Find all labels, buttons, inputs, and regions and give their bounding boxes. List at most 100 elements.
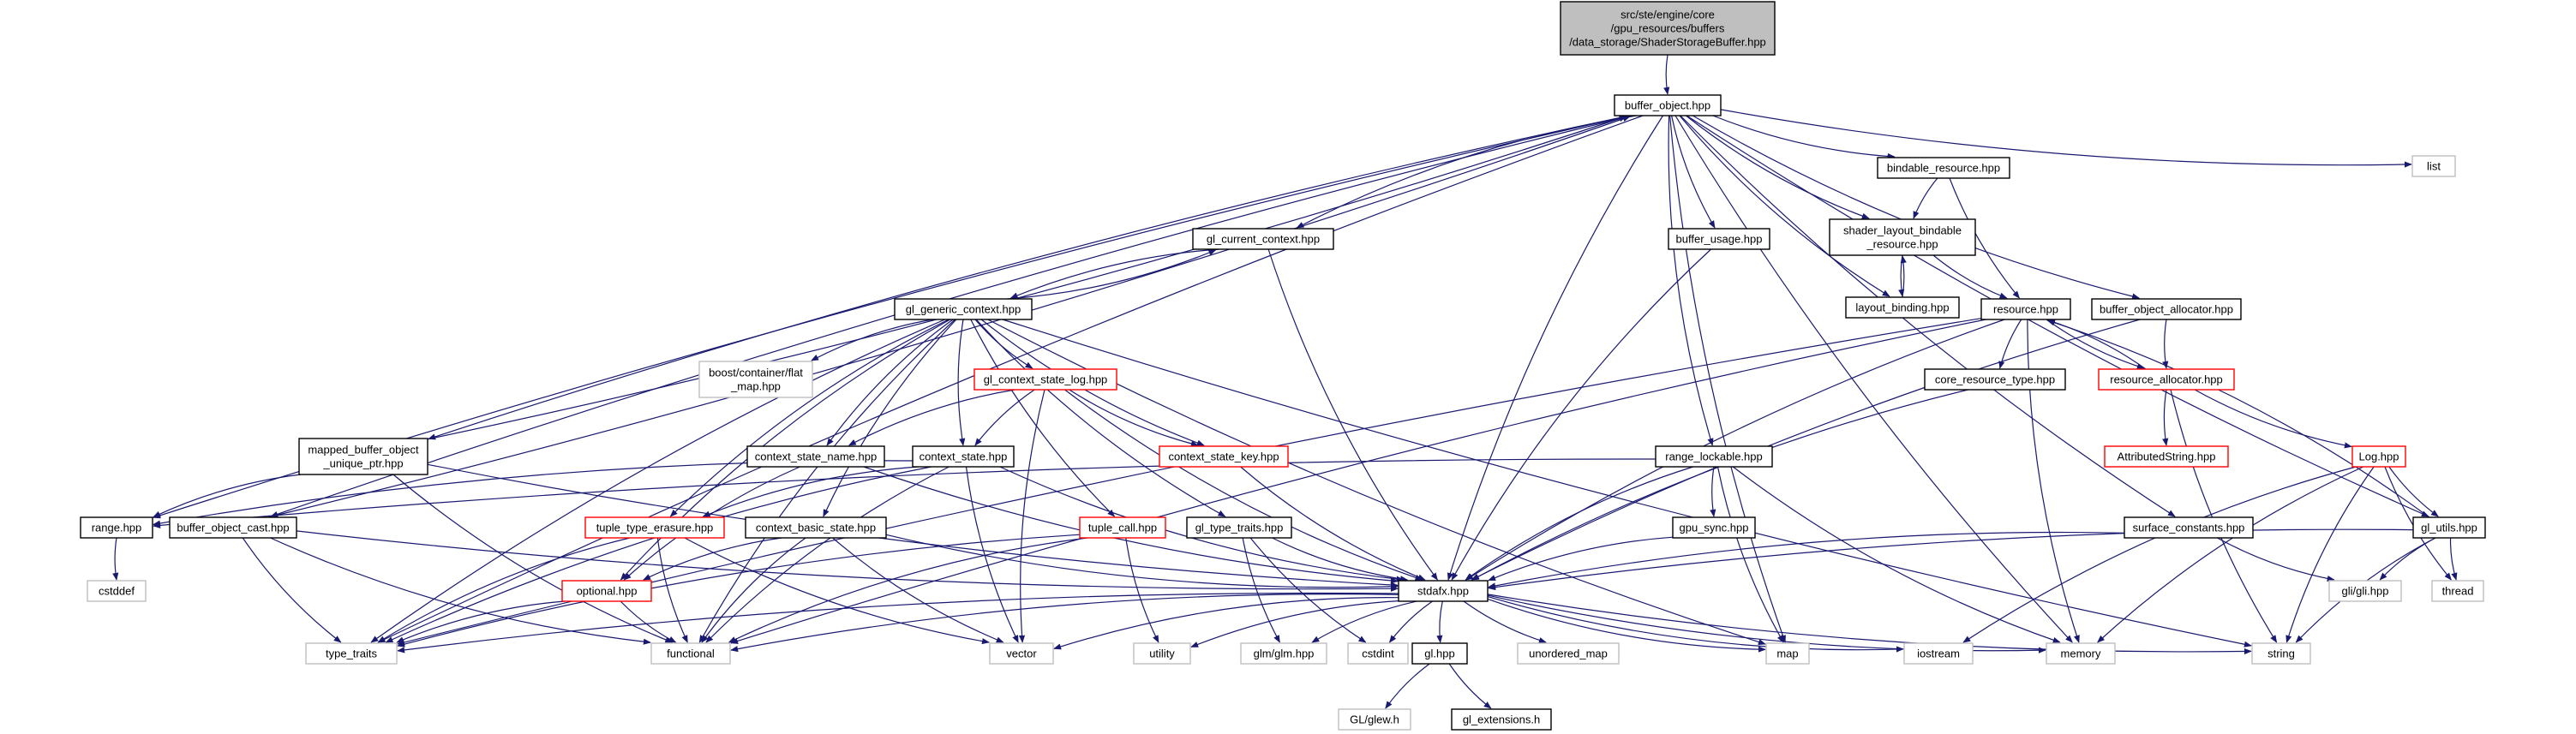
node-box (894, 298, 1033, 320)
node-gl-current-context[interactable]: gl_current_context.hpp (1192, 228, 1334, 250)
node-shader-layout-bindable-resource[interactable]: shader_layout_bindable_resource.hpp (1829, 218, 1976, 256)
node-memory: memory (2046, 642, 2116, 665)
node-buffer-usage[interactable]: buffer_usage.hpp (1668, 228, 1770, 250)
node-gl-utils[interactable]: gl_utils.hpp (2412, 516, 2486, 539)
edge-bindable_resource-to-resource (1949, 177, 2020, 299)
node-context-basic-state[interactable]: context_basic_state.hpp (745, 516, 887, 539)
node-Log[interactable]: Log.hpp (2351, 445, 2406, 468)
node-gl-generic-context[interactable]: gl_generic_context.hpp (894, 298, 1033, 320)
node-box (2431, 580, 2484, 602)
edge-gl_generic_context-to-boost_flat_map (811, 319, 933, 361)
edge-shader_layout_bindable_resource-to-layout_binding (1898, 254, 1905, 297)
edge-stdafx-to-gl (1436, 600, 1443, 643)
node-buffer-object[interactable]: buffer_object.hpp (1614, 94, 1722, 116)
node-gl[interactable]: gl.hpp (1411, 642, 1468, 665)
node-box (1079, 516, 1166, 539)
node-buffer-object-allocator[interactable]: buffer_object_allocator.hpp (2091, 298, 2242, 320)
node-gl-type-traits[interactable]: gl_type_traits.hpp (1186, 516, 1292, 539)
edge-gl_type_traits-to-glm (1242, 537, 1280, 643)
node-label: gl_type_traits.hpp (1195, 522, 1284, 534)
edge-buffer_object-to-bindable_resource (1712, 115, 1896, 160)
node-resource[interactable]: resource.hpp (1980, 298, 2071, 320)
node-box (584, 516, 725, 539)
edge-stdafx-to-string (1487, 594, 2252, 655)
node-box (698, 361, 813, 398)
edge-mapped_buffer_object_unique_ptr-to-functional (392, 474, 674, 643)
edge-gl_generic_context-to-context_state_name (826, 319, 954, 446)
node-AttributedString[interactable]: AttributedString.hpp (2104, 445, 2229, 468)
node-box (1980, 298, 2071, 320)
node-box (1560, 1, 1776, 56)
node-label: context_basic_state.hpp (756, 522, 876, 534)
node-label: functional (667, 647, 715, 660)
node-resource-allocator[interactable]: resource_allocator.hpp (2098, 368, 2235, 391)
node-list: list (2411, 155, 2456, 177)
node-box (745, 516, 887, 539)
node-bindable-resource[interactable]: bindable_resource.hpp (1877, 157, 2010, 179)
edge-buffer_object-to-buffer_usage (1671, 115, 1716, 229)
edge-layer (112, 54, 2458, 709)
node-box (2098, 368, 2235, 391)
node-label: _unique_ptr.hpp (322, 457, 403, 470)
node-gl-extensions[interactable]: gl_extensions.h (1451, 708, 1552, 731)
node-layout-binding[interactable]: layout_binding.hpp (1845, 296, 1960, 319)
node-box (989, 642, 1054, 665)
node-optional[interactable]: optional.hpp (561, 580, 652, 602)
edge-stdafx-to-type_traits (397, 592, 1399, 653)
edge-mapped_buffer_object_unique_ptr-to-buffer_object (427, 116, 1627, 440)
node-string: string (2251, 642, 2311, 665)
node-tuple-call[interactable]: tuple_call.hpp (1079, 516, 1166, 539)
node-label: context_state_name.hpp (755, 451, 877, 463)
node-buffer-object-cast[interactable]: buffer_object_cast.hpp (169, 516, 297, 539)
node-box (1845, 296, 1960, 319)
edge-gl_type_traits-to-cstdint (1249, 537, 1367, 643)
node-box (169, 516, 297, 539)
node-label: /gpu_resources/buffers (1611, 22, 1725, 35)
node-label: src/ste/engine/core (1620, 9, 1715, 21)
edge-resource-to-memory (2027, 319, 2080, 643)
node-context-state-key[interactable]: context_state_key.hpp (1159, 445, 1289, 468)
node-label: mapped_buffer_object (308, 444, 419, 457)
node-label: resource_allocator.hpp (2110, 373, 2223, 386)
node-label: surface_constants.hpp (2133, 522, 2245, 534)
edge-Log-to-gl_utils (2388, 466, 2439, 517)
node-box (1192, 228, 1334, 250)
edge-gl-to-glew (1385, 663, 1430, 709)
edge-gl_context_state_log-to-stdafx (1064, 389, 1423, 581)
node-box (2104, 445, 2229, 468)
edge-stdafx-to-vector (1053, 597, 1399, 650)
edge-gl_current_context-to-stdafx (1267, 248, 1438, 581)
edge-gl_utils-to-stdafx (1488, 528, 2414, 591)
node-label: shader_layout_bindable (1843, 224, 1962, 237)
node-tuple-type-erasure[interactable]: tuple_type_erasure.hpp (584, 516, 725, 539)
node-context-state-name[interactable]: context_state_name.hpp (746, 445, 885, 468)
edge-resource_allocator-to-resource (2047, 319, 2147, 370)
node-context-state[interactable]: context_state.hpp (912, 445, 1015, 468)
edge-context_state-to-functional (705, 466, 950, 643)
node-label: thread (2442, 585, 2474, 598)
node-label: range.hpp (92, 522, 142, 534)
node-label: Log.hpp (2359, 451, 2399, 463)
node-box (80, 516, 153, 539)
node-mapped-buffer-object-unique-ptr[interactable]: mapped_buffer_object_unique_ptr.hpp (298, 438, 428, 475)
node-label: gpu_sync.hpp (1680, 522, 1749, 534)
edge-context_state-to-range (153, 460, 914, 527)
node-surface-constants[interactable]: surface_constants.hpp (2124, 516, 2254, 539)
edge-gl_generic_context-to-string (1002, 319, 2252, 647)
node-label: gl_extensions.h (1463, 713, 1540, 726)
edge-buffer_object-to-buffer_object_allocator (1692, 115, 2141, 300)
node-gpu-sync[interactable]: gpu_sync.hpp (1672, 516, 1756, 539)
node-label: type_traits (326, 647, 377, 660)
node-range-lockable[interactable]: range_lockable.hpp (1655, 445, 1773, 468)
node-stdafx[interactable]: stdafx.hpp (1398, 580, 1489, 602)
node-range[interactable]: range.hpp (80, 516, 153, 539)
node-gl-context-state-log[interactable]: gl_context_state_log.hpp (973, 368, 1117, 391)
node-root[interactable]: src/ste/engine/core/gpu_resources/buffer… (1560, 1, 1776, 56)
node-core-resource-type[interactable]: core_resource_type.hpp (1924, 368, 2066, 391)
edge-tuple_type_erasure-to-type_traits (377, 537, 631, 643)
node-label: gl.hpp (1424, 647, 1454, 660)
node-box (2411, 155, 2456, 177)
node-box (1877, 157, 2010, 179)
node-label: range_lockable.hpp (1665, 451, 1762, 463)
